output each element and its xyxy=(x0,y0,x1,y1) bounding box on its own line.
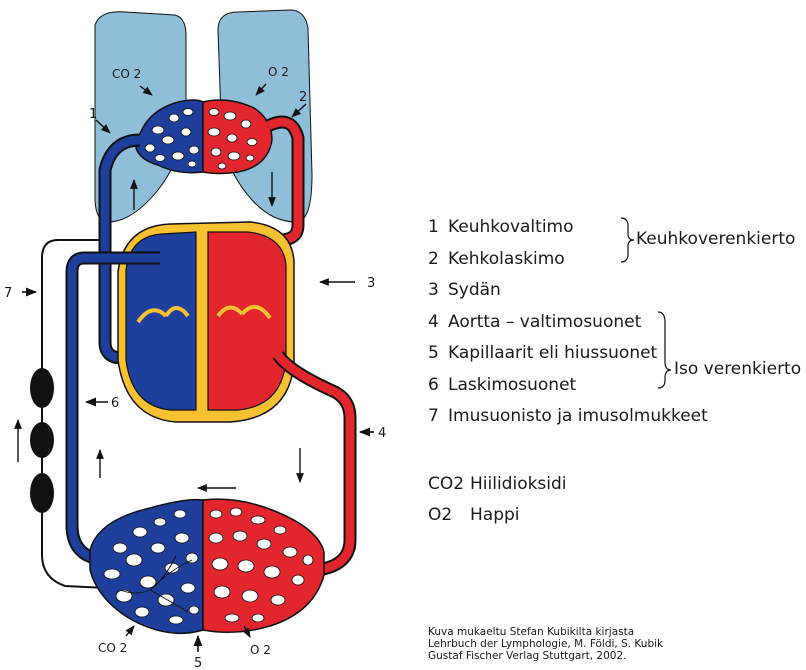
legend-number: 1 xyxy=(428,212,448,244)
legend-text: Imusuonisto ja imusolmukkeet xyxy=(448,406,708,426)
label-co2-top: CO 2 xyxy=(112,67,141,81)
legend-number: 2 xyxy=(428,244,448,276)
lymph-node xyxy=(30,473,54,513)
label-o2-top: O 2 xyxy=(268,65,289,79)
gas-name: Happi xyxy=(470,505,520,525)
legend-text: Laskimosuonet xyxy=(448,375,576,395)
legend-text: Kehkolaskimo xyxy=(448,249,565,269)
label-4: 4 xyxy=(378,426,386,441)
gas-name: Hiilidioksidi xyxy=(470,474,567,494)
gas-code: CO2 xyxy=(428,474,470,494)
label-7: 7 xyxy=(4,286,12,301)
label-co2-bottom: CO 2 xyxy=(98,641,127,655)
legend-text: Keuhkovaltimo xyxy=(448,217,574,237)
credit-line: Lehrbuch der Lymphologie, M. Földi, S. K… xyxy=(428,638,663,650)
label-1: 1 xyxy=(89,107,97,122)
co2-arrow-bottom xyxy=(126,626,134,636)
legend-text: Sydän xyxy=(448,280,501,300)
gas-code: O2 xyxy=(428,505,470,525)
label-5: 5 xyxy=(194,656,202,670)
heart-left-side xyxy=(208,232,286,410)
legend-text: Aortta – valtimosuonet xyxy=(448,312,641,332)
systemic-circulation-label: Iso verenkierto xyxy=(674,359,801,379)
image-credit: Kuva mukaeltu Stefan Kubikilta kirjasta … xyxy=(428,626,663,662)
lymph-node xyxy=(30,422,54,458)
legend-number: 5 xyxy=(428,338,448,370)
lymph-node xyxy=(30,368,54,408)
legend-number: 7 xyxy=(428,401,448,433)
label-2: 2 xyxy=(299,90,307,105)
legend-number: 4 xyxy=(428,307,448,339)
label-3: 3 xyxy=(367,276,375,291)
pulmonary-circulation-label: Keuhkoverenkierto xyxy=(636,229,795,249)
credit-line: Gustaf Fischer Verlag Stuttgart, 2002. xyxy=(428,650,663,662)
legend-number: 3 xyxy=(428,275,448,307)
legend-number: 6 xyxy=(428,370,448,402)
credit-line: Kuva mukaeltu Stefan Kubikilta kirjasta xyxy=(428,626,663,638)
label-6: 6 xyxy=(111,396,119,411)
label-o2-bottom: O 2 xyxy=(250,643,271,657)
legend-text: Kapillaarit eli hiussuonet xyxy=(448,343,657,363)
